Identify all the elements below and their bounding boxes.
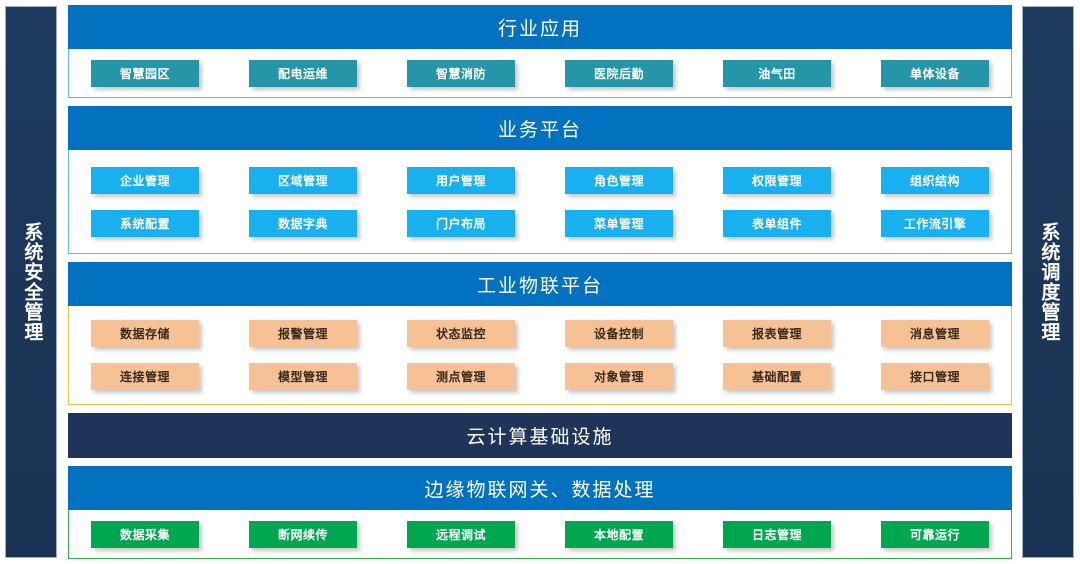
chip-row: 系统配置 数据字典 门户布局 菜单管理 表单组件 工作流引擎 — [69, 209, 1011, 237]
chip-offline-resume-transmission[interactable]: 断网续传 — [249, 520, 357, 548]
chip-object-management[interactable]: 对象管理 — [565, 363, 673, 390]
section-stack: 行业应用 智慧园区 配电运维 智慧消防 医院后勤 油气田 单体设备 业务平台 企… — [68, 5, 1012, 559]
chip-standalone-equipment[interactable]: 单体设备 — [881, 59, 989, 87]
section-body-industry-application: 智慧园区 配电运维 智慧消防 医院后勤 油气田 单体设备 — [68, 49, 1012, 98]
chip-data-dictionary[interactable]: 数据字典 — [249, 209, 357, 237]
chip-enterprise-management[interactable]: 企业管理 — [91, 166, 199, 194]
chip-model-management[interactable]: 模型管理 — [249, 363, 357, 390]
chip-device-control[interactable]: 设备控制 — [565, 320, 673, 347]
chip-alarm-management[interactable]: 报警管理 — [249, 320, 357, 347]
chip-reliable-operation[interactable]: 可靠运行 — [881, 520, 989, 548]
chip-smart-firefighting[interactable]: 智慧消防 — [407, 59, 515, 87]
section-edge-gateway: 边缘物联网关、数据处理 数据采集 断网续传 远程调试 本地配置 日志管理 可靠运… — [68, 466, 1012, 559]
chip-report-management[interactable]: 报表管理 — [723, 320, 831, 347]
chip-connection-management[interactable]: 连接管理 — [91, 363, 199, 390]
section-body-business-platform: 企业管理 区域管理 用户管理 角色管理 权限管理 组织结构 系统配置 数据字典 … — [68, 150, 1012, 254]
chip-measurement-point-management[interactable]: 测点管理 — [407, 363, 515, 390]
chip-region-management[interactable]: 区域管理 — [249, 166, 357, 194]
left-pillar-system-security: 系统安全管理 — [5, 6, 57, 558]
section-industry-application: 行业应用 智慧园区 配电运维 智慧消防 医院后勤 油气田 单体设备 — [68, 5, 1012, 98]
chip-oil-gas-field[interactable]: 油气田 — [723, 59, 831, 87]
chip-status-monitoring[interactable]: 状态监控 — [407, 320, 515, 347]
chip-local-configuration[interactable]: 本地配置 — [565, 520, 673, 548]
section-cloud-infrastructure: 云计算基础设施 — [68, 413, 1012, 458]
chip-user-management[interactable]: 用户管理 — [407, 166, 515, 194]
chip-data-storage[interactable]: 数据存储 — [91, 320, 199, 347]
chip-data-acquisition[interactable]: 数据采集 — [91, 520, 199, 548]
section-title-industry-application: 行业应用 — [68, 5, 1012, 49]
chip-row: 连接管理 模型管理 测点管理 对象管理 基础配置 接口管理 — [69, 363, 1011, 390]
section-title-edge-gateway: 边缘物联网关、数据处理 — [68, 466, 1012, 510]
chip-row: 企业管理 区域管理 用户管理 角色管理 权限管理 组织结构 — [69, 166, 1011, 194]
chip-interface-management[interactable]: 接口管理 — [881, 363, 989, 390]
section-body-edge-gateway: 数据采集 断网续传 远程调试 本地配置 日志管理 可靠运行 — [68, 510, 1012, 559]
chip-message-management[interactable]: 消息管理 — [881, 320, 989, 347]
chip-role-management[interactable]: 角色管理 — [565, 166, 673, 194]
chip-workflow-engine[interactable]: 工作流引擎 — [881, 209, 989, 237]
chip-row: 数据采集 断网续传 远程调试 本地配置 日志管理 可靠运行 — [69, 520, 1011, 548]
chip-system-configuration[interactable]: 系统配置 — [91, 209, 199, 237]
section-title-business-platform: 业务平台 — [68, 106, 1012, 150]
chip-basic-configuration[interactable]: 基础配置 — [723, 363, 831, 390]
right-pillar-system-dispatch: 系统调度管理 — [1022, 6, 1074, 558]
chip-hospital-logistics[interactable]: 医院后勤 — [565, 59, 673, 87]
chip-permission-management[interactable]: 权限管理 — [723, 166, 831, 194]
left-pillar-label: 系统安全管理 — [21, 222, 43, 342]
chip-menu-management[interactable]: 菜单管理 — [565, 209, 673, 237]
section-business-platform: 业务平台 企业管理 区域管理 用户管理 角色管理 权限管理 组织结构 系统配置 … — [68, 106, 1012, 254]
section-industrial-iot-platform: 工业物联平台 数据存储 报警管理 状态监控 设备控制 报表管理 消息管理 连接管… — [68, 262, 1012, 405]
chip-power-distribution-om[interactable]: 配电运维 — [249, 59, 357, 87]
chip-row: 智慧园区 配电运维 智慧消防 医院后勤 油气田 单体设备 — [69, 59, 1011, 87]
right-pillar-label: 系统调度管理 — [1038, 222, 1060, 342]
chip-remote-debugging[interactable]: 远程调试 — [407, 520, 515, 548]
section-title-cloud-infrastructure: 云计算基础设施 — [68, 413, 1012, 458]
chip-portal-layout[interactable]: 门户布局 — [407, 209, 515, 237]
chip-log-management[interactable]: 日志管理 — [723, 520, 831, 548]
section-body-industrial-iot-platform: 数据存储 报警管理 状态监控 设备控制 报表管理 消息管理 连接管理 模型管理 … — [68, 306, 1012, 405]
chip-row: 数据存储 报警管理 状态监控 设备控制 报表管理 消息管理 — [69, 320, 1011, 347]
chip-smart-park[interactable]: 智慧园区 — [91, 59, 199, 87]
chip-organization-structure[interactable]: 组织结构 — [881, 166, 989, 194]
chip-form-component[interactable]: 表单组件 — [723, 209, 831, 237]
section-title-industrial-iot-platform: 工业物联平台 — [68, 262, 1012, 306]
